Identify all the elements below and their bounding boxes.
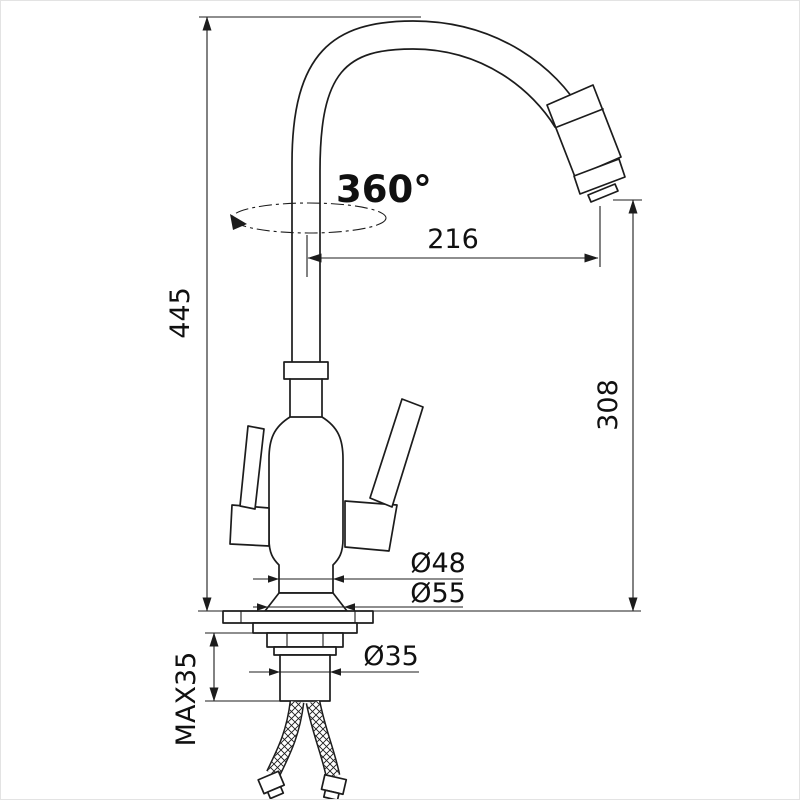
spout-reach-label: 216 (427, 224, 479, 255)
dimension-labels: 360° 445 216 308 Ø48 Ø55 Ø35 MAX35 (165, 168, 624, 746)
dim-base-diameter (253, 603, 463, 611)
left-handle (229, 425, 270, 547)
total-height-label: 445 (165, 287, 196, 339)
right-handle (344, 398, 424, 552)
riser-pipe (289, 378, 323, 418)
dim-mount-hole (249, 668, 419, 676)
max-thickness-label: MAX35 (171, 652, 202, 747)
dimension-lines (198, 16, 642, 702)
rotation-indicator (230, 202, 387, 234)
dim-total-height (199, 16, 421, 612)
spray-head (546, 84, 626, 203)
supply-hose-left (257, 701, 305, 799)
dim-max-thickness (205, 632, 282, 702)
threaded-stem (279, 654, 331, 702)
base-diameter-label: Ø55 (410, 578, 466, 609)
supply-hose-right (305, 700, 348, 799)
mounting-nut (266, 632, 344, 656)
faucet-outline (222, 20, 626, 799)
outlet-height-label: 308 (593, 379, 624, 431)
base-flange (264, 592, 348, 612)
dim-body-diameter (253, 575, 463, 583)
base-plate (222, 610, 374, 634)
spout-coupling (283, 361, 329, 380)
faucet-body (268, 416, 344, 594)
rotation-label: 360° (336, 168, 432, 211)
dim-outlet-height (613, 199, 642, 612)
rotation-arrowhead-icon (230, 214, 247, 230)
mount-hole-label: Ø35 (363, 641, 419, 672)
dim-spout-reach (306, 206, 601, 277)
body-diameter-label: Ø48 (410, 548, 466, 579)
